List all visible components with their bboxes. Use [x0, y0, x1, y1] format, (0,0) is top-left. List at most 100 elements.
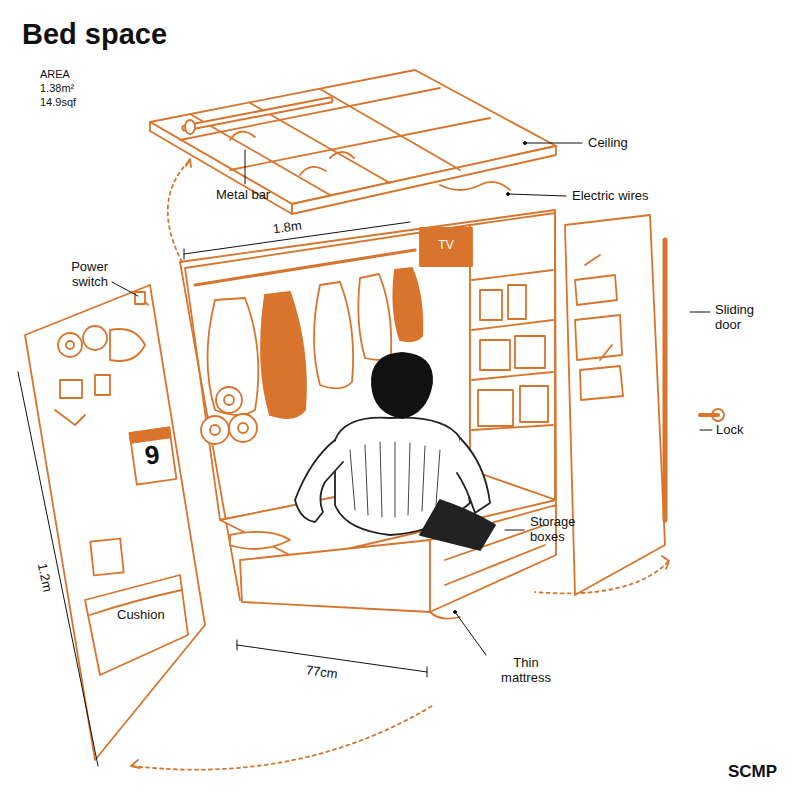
illustration-g — [112, 142, 712, 656]
illustration-circle — [210, 425, 220, 435]
credit-label: SCMP — [728, 762, 777, 782]
illustration-path — [55, 410, 85, 425]
illustration-line — [230, 118, 490, 170]
illustration-polygon — [25, 285, 205, 760]
illustration-line — [185, 100, 330, 128]
illustration-path — [295, 440, 343, 522]
illustration-polygon — [150, 122, 292, 214]
illustration-circle — [224, 395, 234, 405]
illustration-path — [358, 274, 391, 360]
illustration-path — [575, 315, 622, 360]
illustration-line — [320, 89, 460, 170]
illustration-line — [525, 143, 582, 144]
illustration-rect — [130, 427, 177, 484]
illustration-path — [457, 438, 490, 513]
illustration-circle — [201, 416, 229, 444]
illustration-rect — [515, 336, 545, 368]
illustration-line — [427, 667, 428, 677]
illustration-path — [575, 275, 617, 305]
illustration-polygon — [470, 213, 555, 500]
part-label: Lock — [716, 423, 743, 438]
illustration-line — [180, 210, 555, 262]
illustration-circle — [216, 387, 242, 413]
illustration-line — [600, 345, 612, 360]
illustration-path — [186, 159, 191, 167]
illustration-circle — [507, 193, 510, 196]
illustration-rect — [520, 386, 548, 422]
illustration-line — [690, 312, 710, 313]
illustration-rect — [90, 539, 123, 576]
part-label: Power switch — [50, 260, 108, 290]
illustration-line — [445, 545, 545, 585]
illustration-line — [180, 88, 440, 140]
illustration-path — [168, 160, 190, 262]
part-label: Electric wires — [572, 189, 649, 204]
illustration-circle — [238, 423, 248, 433]
dimension-label: 1.8m — [270, 218, 305, 237]
tv-label: TV — [422, 239, 470, 253]
dimension-label: 77cm — [303, 663, 341, 683]
illustration-path — [420, 500, 495, 550]
illustration-ellipse — [185, 120, 195, 134]
illustration-rect — [508, 285, 526, 319]
illustration-path — [131, 760, 140, 768]
illustration-circle — [229, 414, 257, 442]
part-label: Metal bar — [216, 188, 270, 203]
part-label: Sliding door — [715, 303, 777, 333]
area-value: 14.9sqf — [40, 96, 76, 109]
part-label: Cushion — [115, 608, 167, 623]
illustration-path — [372, 353, 432, 418]
illustration-rect — [480, 340, 510, 370]
illustration-path — [580, 366, 623, 400]
illustration-line — [472, 372, 553, 380]
illustration-circle — [83, 326, 107, 350]
illustration-path — [314, 282, 353, 388]
illustration-path — [350, 442, 440, 517]
illustration-rect — [480, 290, 502, 320]
illustration-line — [700, 413, 718, 417]
illustration-path — [110, 329, 145, 361]
illustration-path — [440, 182, 510, 190]
illustration-line — [185, 100, 330, 128]
illustration-line — [245, 150, 246, 184]
illustration-path — [230, 532, 290, 549]
diagram-title: Bed space — [22, 18, 167, 51]
illustration-line — [585, 255, 600, 265]
illustration-line — [663, 240, 668, 520]
illustration-polygon — [565, 215, 665, 595]
illustration-circle — [58, 333, 82, 357]
illustration-path — [230, 132, 354, 175]
illustration-rect — [60, 380, 82, 398]
illustration-circle — [524, 142, 527, 145]
illustration-path — [132, 706, 432, 770]
illustration-circle — [66, 341, 74, 349]
illustration-rect — [135, 292, 145, 304]
illustration-line — [184, 249, 185, 259]
illustration-line — [555, 210, 556, 505]
illustration-path — [662, 556, 669, 569]
area-heading: AREA — [40, 68, 70, 81]
illustration-line — [112, 282, 138, 296]
illustration-line — [472, 270, 553, 280]
part-label: Ceiling — [588, 136, 628, 151]
part-label: Storage boxes — [530, 515, 592, 545]
illustration-rect — [478, 390, 513, 426]
illustration-circle — [454, 611, 457, 614]
illustration-rect — [420, 228, 472, 266]
illustration-g — [18, 70, 724, 770]
illustration-line — [472, 320, 553, 330]
illustration-line — [700, 430, 712, 431]
illustration-line — [505, 530, 524, 531]
part-label: Thin mattress — [491, 656, 561, 686]
illustration-path — [261, 292, 306, 418]
illustration-line — [508, 194, 566, 196]
illustration-path — [393, 268, 422, 341]
illustration-polygon — [240, 540, 430, 612]
illustration-polygon — [150, 70, 556, 204]
illustration-rect — [95, 375, 110, 395]
illustration-path — [85, 575, 188, 675]
illustration-line — [18, 372, 98, 766]
illustration-line — [455, 612, 486, 655]
